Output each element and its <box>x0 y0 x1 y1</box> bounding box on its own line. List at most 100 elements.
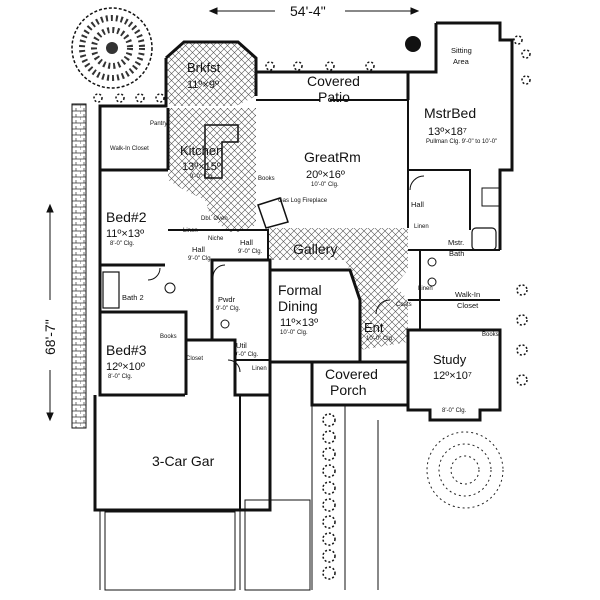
bed2-dim: 11º×13º <box>106 228 144 240</box>
overall-depth-label: 68'-7" <box>42 319 58 355</box>
shrub <box>322 413 336 427</box>
kitchen-dim: 13º×15º <box>182 161 221 173</box>
hall-left-clg: 9'-0" Clg. <box>188 256 213 262</box>
hall-center-clg: 9'-0" Clg. <box>238 249 263 255</box>
bed2-label: Bed#2 <box>106 209 147 225</box>
niche-note: Niche <box>208 236 224 242</box>
hall-center-label: Hall <box>240 238 253 247</box>
walkin-closet-master-line1: Walk-In <box>455 290 480 299</box>
pwdr-label: Pwdr <box>218 295 236 304</box>
study-clg: 8'-0" Clg. <box>442 408 467 414</box>
shrub <box>322 549 336 563</box>
linen1-note: Linen <box>183 228 198 234</box>
shrub <box>322 566 336 580</box>
greatrm-dim: 20º×16º <box>306 169 345 181</box>
shrub <box>93 93 103 103</box>
linen-master-note: Linen <box>414 224 429 230</box>
depth-dimension-line <box>46 203 54 422</box>
util-label: Util <box>236 341 247 350</box>
mstrbed-clg: Pullman Clg. 9'-0" to 10'-0" <box>426 139 497 145</box>
dbl-oven-note: Dbl. Oven <box>201 216 228 222</box>
mstrbed-label: MstrBed <box>424 105 476 121</box>
shrub <box>115 93 125 103</box>
util-clg: 9'-0" Clg. <box>234 352 259 358</box>
bed2-clg: 8'-0" Clg. <box>110 241 135 247</box>
shrub <box>516 314 528 326</box>
driveway <box>99 405 379 591</box>
coats-note: Coats <box>396 302 412 308</box>
closet-note: Closet <box>186 356 203 362</box>
pantry-note: Pantry <box>150 121 167 127</box>
shrub <box>322 515 336 529</box>
kitchen-clg: 9'-0" Clg. <box>190 174 215 180</box>
shrub <box>521 75 531 85</box>
covered-patio-line1: Covered <box>307 73 360 89</box>
shrub <box>325 61 335 71</box>
mstr-bath-line2: Bath <box>449 249 464 258</box>
sitting-area-line2: Area <box>453 57 470 66</box>
shrub <box>322 532 336 546</box>
formal-dining-line2: Dining <box>278 298 318 314</box>
shrub <box>516 374 528 386</box>
study-label: Study <box>433 352 467 367</box>
books2-note: Books <box>482 332 499 338</box>
landscaping <box>71 7 531 580</box>
linen3-note: Linen <box>252 366 267 372</box>
brick-planter-left <box>71 103 87 429</box>
brkfst-dim: 11º×9º <box>187 79 219 91</box>
linen2-note: Linen <box>418 286 433 292</box>
bed3-dim: 12º×10º <box>106 361 145 373</box>
overall-width-label: 54'-4" <box>290 3 326 19</box>
walkin-closet-bed2-note: Walk-In Closet <box>110 146 149 152</box>
shrub <box>322 430 336 444</box>
mstrbed-dim: 13º×18⁷ <box>428 126 467 138</box>
gallery-label: Gallery <box>293 241 337 257</box>
shrub-row-walk <box>322 413 336 580</box>
room-labels: Brkfst 11º×9º Covered Patio Kitchen 13º×… <box>106 46 497 469</box>
tree-starburst <box>426 431 504 509</box>
bush-small <box>405 36 421 52</box>
garage-label: 3-Car Gar <box>152 453 215 469</box>
pwdr-clg: 9'-0" Clg. <box>216 306 241 312</box>
mstr-bath-line1: Mstr. <box>448 238 464 247</box>
ent-label: Ent <box>364 320 384 335</box>
formal-dining-line1: Formal <box>278 282 322 298</box>
shrub <box>521 49 531 59</box>
walkin-closet-master-line2: Closet <box>457 301 479 310</box>
shrub <box>322 464 336 478</box>
shrub <box>365 61 375 71</box>
fixture-notes: Pantry Walk-In Closet Dbl. Oven Linen Ni… <box>110 121 499 372</box>
study-dim: 12º×10⁷ <box>433 370 472 382</box>
ent-clg: 10'-0" Clg. <box>366 336 394 342</box>
hall-left-label: Hall <box>192 245 205 254</box>
shrub <box>293 61 303 71</box>
bath2-label: Bath 2 <box>122 293 144 302</box>
tile-floor-areas <box>166 42 408 350</box>
covered-porch-line1: Covered <box>325 366 378 382</box>
sitting-area-line1: Sitting <box>451 46 472 55</box>
shrub <box>322 481 336 495</box>
books1-note: Books <box>258 176 275 182</box>
shrub <box>513 35 523 45</box>
greatrm-label: GreatRm <box>304 149 361 165</box>
shrub <box>516 344 528 356</box>
brkfst-label: Brkfst <box>187 60 221 75</box>
shrub <box>516 284 528 296</box>
kitchen-label: Kitchen <box>180 143 223 158</box>
bed3-label: Bed#3 <box>106 342 147 358</box>
covered-patio-line2: Patio <box>318 89 350 105</box>
shrub <box>155 93 165 103</box>
shrub-row-top <box>93 35 531 103</box>
shrub <box>322 447 336 461</box>
books3-note: Books <box>160 334 177 340</box>
covered-porch-line2: Porch <box>330 382 367 398</box>
fireplace-note: Gas Log Fireplace <box>278 198 328 204</box>
greatrm-clg: 10'-0" Clg. <box>311 182 339 188</box>
shrub-row-front <box>516 284 528 386</box>
width-dimension-line <box>208 7 420 15</box>
house-walls <box>93 21 514 512</box>
formal-dining-clg: 10'-0" Clg. <box>280 330 308 336</box>
bed3-clg: 8'-0" Clg. <box>108 374 133 380</box>
